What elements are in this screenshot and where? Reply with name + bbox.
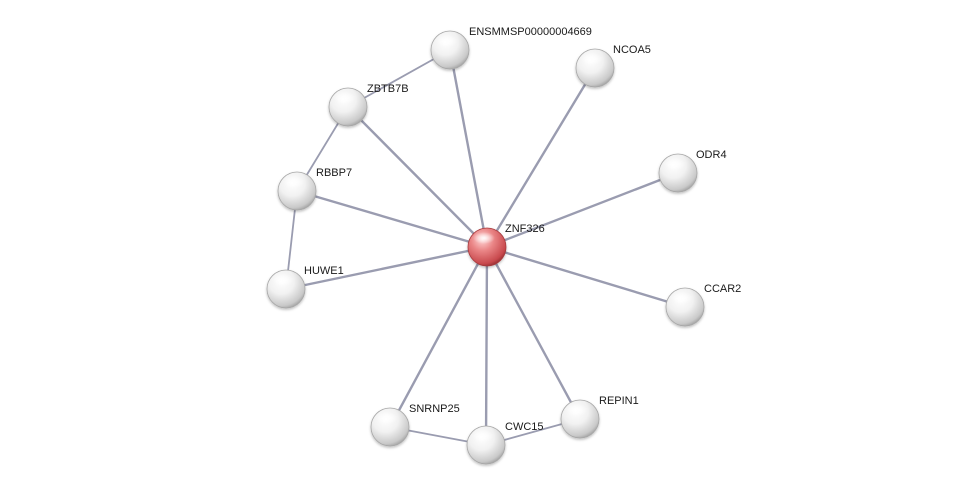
- node-cwc15[interactable]: CWC15: [466, 421, 544, 465]
- edge-znf326-ncoa5: [485, 66, 597, 249]
- node-odr4[interactable]: ODR4: [658, 149, 727, 193]
- edge-znf326-repin1: [485, 245, 582, 421]
- edge-znf326-cwc15: [484, 245, 489, 447]
- node-huwe1[interactable]: HUWE1: [266, 265, 344, 309]
- edge-znf326-ensmmsp00000004669: [448, 48, 489, 249]
- edge-ensmmsp00000004669-zbtb7b: [347, 49, 451, 108]
- edge-znf326-rbbp7: [295, 189, 489, 249]
- node-label: RBBP7: [316, 167, 352, 179]
- node-highlight: [376, 412, 398, 424]
- node-highlight: [472, 430, 494, 442]
- edge-znf326-ccar2: [485, 245, 687, 309]
- node-ensmmsp00000004669[interactable]: ENSMMSP00000004669: [430, 26, 592, 70]
- node-highlight: [473, 232, 495, 244]
- node-label: REPIN1: [599, 395, 639, 407]
- node-label: CCAR2: [704, 283, 741, 295]
- node-ccar2[interactable]: CCAR2: [665, 283, 741, 327]
- node-highlight: [581, 53, 603, 65]
- node-highlight: [566, 404, 588, 416]
- node-label: ZBTB7B: [367, 83, 409, 95]
- node-label: ZNF326: [505, 223, 545, 235]
- node-label: ENSMMSP00000004669: [469, 26, 592, 38]
- node-znf326[interactable]: ZNF326: [467, 223, 545, 267]
- node-highlight: [671, 292, 693, 304]
- node-highlight: [436, 35, 458, 47]
- edge-znf326-snrnp25: [388, 245, 489, 429]
- node-snrnp25[interactable]: SNRNP25: [370, 403, 460, 447]
- edge-znf326-huwe1: [284, 245, 489, 291]
- node-label: SNRNP25: [409, 403, 460, 415]
- node-label: CWC15: [505, 421, 544, 433]
- node-label: ODR4: [696, 149, 727, 161]
- node-label: HUWE1: [304, 265, 344, 277]
- node-ncoa5[interactable]: NCOA5: [575, 44, 651, 88]
- node-label: NCOA5: [613, 44, 651, 56]
- node-zbtb7b[interactable]: ZBTB7B: [328, 83, 409, 127]
- edge-znf326-zbtb7b: [346, 105, 489, 249]
- node-repin1[interactable]: REPIN1: [560, 395, 639, 439]
- node-highlight: [334, 92, 356, 104]
- node-highlight: [664, 158, 686, 170]
- node-highlight: [283, 176, 305, 188]
- node-rbbp7[interactable]: RBBP7: [277, 167, 352, 211]
- edge-znf326-odr4: [485, 171, 680, 249]
- node-highlight: [272, 274, 294, 286]
